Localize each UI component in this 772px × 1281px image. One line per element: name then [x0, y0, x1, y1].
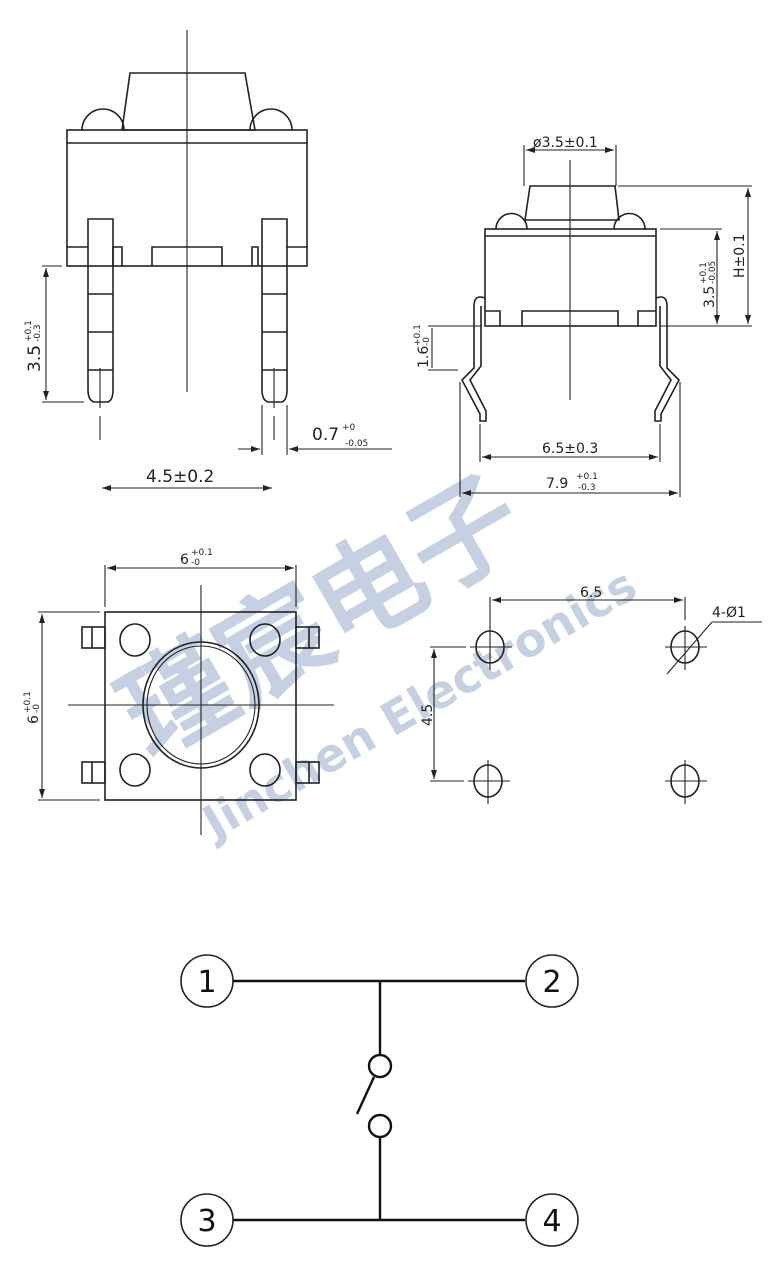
svg-text:-0.3: -0.3: [33, 324, 43, 342]
svg-text:4: 4: [542, 1204, 561, 1239]
svg-text:-0: -0: [191, 558, 200, 568]
pin-4: 4: [525, 1193, 579, 1247]
svg-text:+0.1: +0.1: [23, 691, 33, 713]
watermark: 瑾宸电子 Jinchen Electronics: [99, 452, 645, 851]
svg-text:1.6: 1.6: [416, 346, 432, 368]
svg-text:ø3.5±0.1: ø3.5±0.1: [533, 135, 598, 151]
svg-text:+0.1: +0.1: [413, 324, 423, 346]
svg-text:6: 6: [26, 715, 42, 724]
svg-text:+0.1: +0.1: [24, 320, 34, 342]
svg-text:6: 6: [180, 552, 189, 568]
top-view: 6 +0.1 -0 6 +0.1 -0: [23, 548, 334, 835]
pin-1: 1: [180, 954, 234, 1008]
svg-text:-0.3: -0.3: [578, 483, 596, 493]
pin-3: 3: [180, 1193, 234, 1247]
svg-text:+0.1: +0.1: [699, 262, 709, 284]
svg-text:4.5: 4.5: [420, 704, 436, 726]
pin-2: 2: [525, 954, 579, 1008]
svg-text:1: 1: [197, 965, 216, 1000]
svg-text:6.5±0.3: 6.5±0.3: [542, 441, 598, 457]
svg-text:4.5±0.2: 4.5±0.2: [146, 467, 214, 487]
svg-text:-0.05: -0.05: [708, 261, 718, 284]
svg-text:H±0.1: H±0.1: [732, 233, 748, 278]
svg-text:-0: -0: [422, 337, 432, 346]
side-view: ø3.5±0.1 H±0.1 3.5 +0.1 -0.05 1.6 +0.1 -…: [413, 135, 752, 497]
svg-text:3: 3: [197, 1204, 216, 1239]
svg-text:-0.05: -0.05: [345, 439, 368, 449]
svg-text:4-Ø1: 4-Ø1: [712, 605, 746, 621]
pcb-layout: 6.5 4-Ø1 4.5: [420, 585, 762, 804]
svg-text:7.9: 7.9: [546, 476, 568, 492]
svg-text:+0: +0: [342, 423, 356, 433]
svg-text:6.5: 6.5: [580, 585, 602, 601]
svg-text:3.5: 3.5: [702, 286, 718, 308]
svg-text:+0.1: +0.1: [576, 472, 598, 482]
front-view: 3.5 +0.1 -0.3 0.7 +0 -0.05 4.5±0.2: [24, 30, 392, 491]
svg-text:2: 2: [542, 965, 561, 1000]
svg-text:+0.1: +0.1: [191, 548, 213, 558]
switch-schematic: 1 2 3 4: [180, 954, 579, 1247]
svg-text:0.7: 0.7: [312, 425, 339, 445]
svg-text:-0: -0: [32, 704, 42, 713]
svg-text:3.5: 3.5: [25, 345, 45, 372]
